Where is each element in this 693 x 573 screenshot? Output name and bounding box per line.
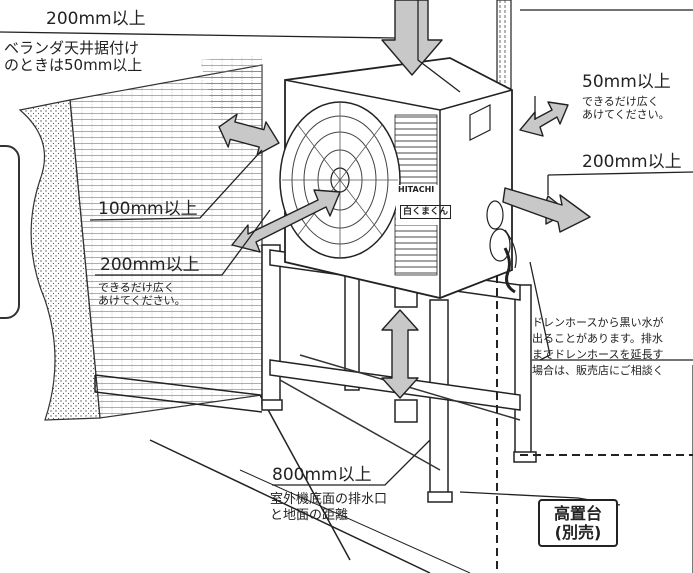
left-front-clearance-label: 200mm以上 (100, 255, 200, 275)
drain-note-line1: ドレンホースから黒い水が (532, 316, 664, 329)
stand-label-line2: (別売) (554, 523, 602, 542)
dashed-reference (496, 275, 693, 570)
left-front-note-line2: あけてください。 (98, 293, 186, 307)
bottom-note-line2: と地面の距離 (270, 508, 349, 523)
right-front-clearance-label: 200mm以上 (582, 152, 682, 172)
brand-logo: HITACHI (398, 185, 435, 194)
drain-note-line2: 出ることがあります。排水 (532, 332, 663, 345)
right-side-note: できるだけ広く あけてください。 (582, 95, 670, 121)
drain-note: ドレンホースから黒い水が 出ることがあります。排水 までドレンホースを延長す 場… (532, 315, 664, 379)
fan-guard (279, 101, 401, 259)
drain-hose (503, 247, 516, 294)
bottom-note-line1: 室外機底面の排水口 (270, 492, 388, 507)
ceiling-note: ベランダ天井据付け のときは50mm以上 (4, 39, 143, 75)
right-side-note-line1: できるだけ広く (582, 95, 659, 108)
stand-label-box: 高置台 (別売) (538, 499, 618, 547)
drain-note-line3: までドレンホースを延長す (532, 348, 664, 361)
product-logo: 白くまくん (400, 205, 452, 220)
outdoor-unit (279, 57, 513, 299)
drain-note-line4: 場合は、販売店にご相談く (532, 364, 664, 377)
floor-slab (94, 374, 471, 573)
ceiling-note-line2: のときは50mm以上 (4, 56, 143, 75)
left-front-note-line1: できるだけ広く (98, 281, 175, 294)
bottom-note: 室外機底面の排水口 と地面の距離 (270, 492, 387, 524)
clearance-arrows (218, 0, 591, 399)
top-clearance-label: 200mm以上 (46, 9, 146, 29)
side-tab (0, 145, 20, 319)
unit-side-detail (469, 104, 517, 269)
stand-label-line1: 高置台 (553, 504, 602, 523)
right-side-note-line2: あけてください。 (582, 107, 670, 121)
bottom-clearance-label: 800mm以上 (272, 465, 372, 485)
right-side-clearance-label: 50mm以上 (582, 72, 671, 92)
leader-lines (0, 0, 693, 506)
wall (18, 55, 263, 421)
left-front-note: できるだけ広く あけてください。 (98, 281, 186, 307)
ceiling-note-line1: ベランダ天井据付け (4, 39, 140, 57)
wall-clearance-label: 100mm以上 (98, 199, 198, 219)
